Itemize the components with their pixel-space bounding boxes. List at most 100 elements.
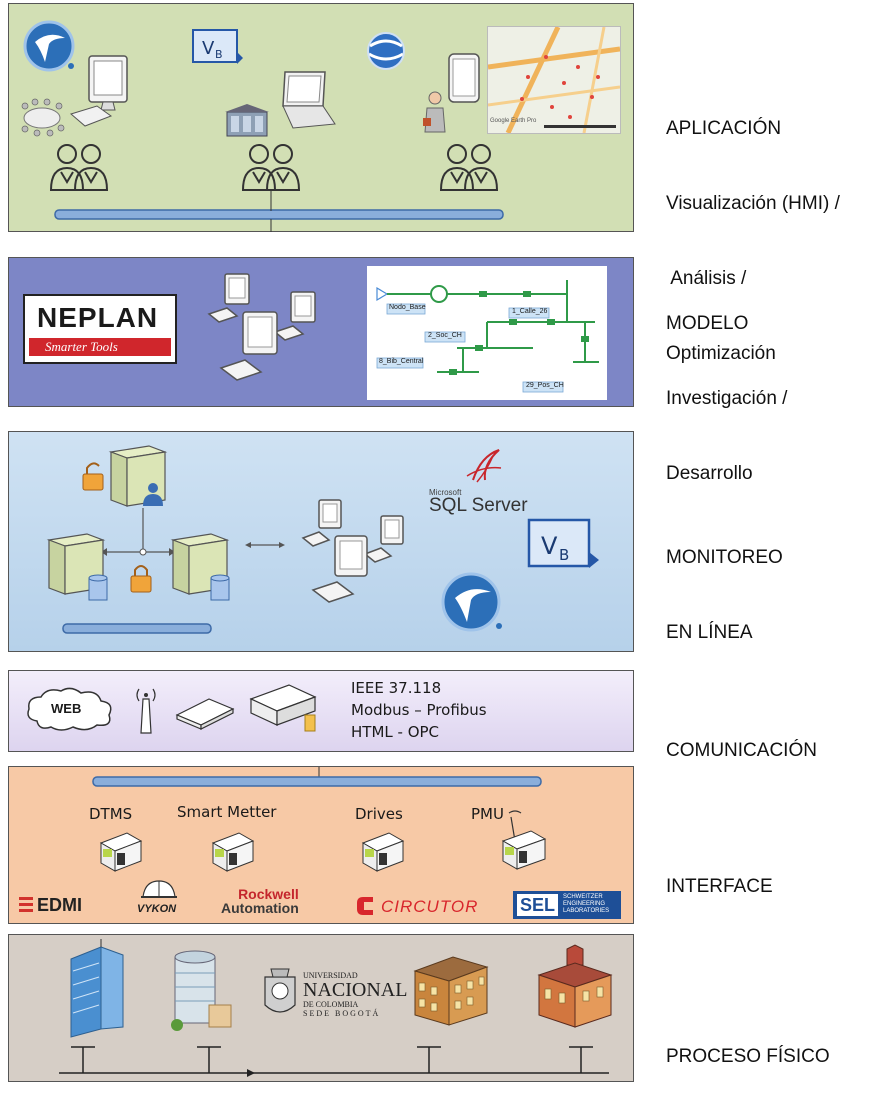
label-aplicacion: APLICACIÓN Visualización (HMI) / Análisi… — [666, 66, 840, 391]
label-aplicacion-line: Optimización — [666, 343, 776, 364]
vb-icon: V B — [527, 518, 599, 568]
university-line: DE COLOMBIA — [303, 1000, 359, 1009]
node-label: 29_Pos_CH — [526, 382, 564, 389]
label-comunicacion: COMUNICACIÓN — [666, 688, 817, 788]
label-aplicacion-line: APLICACIÓN — [666, 118, 782, 139]
label-interface: INTERFACE — [666, 824, 773, 924]
office-tower-icon — [70, 939, 124, 1038]
globe-icon — [367, 32, 405, 70]
label-aplicacion-line: Análisis / — [666, 268, 747, 289]
map-roads — [488, 27, 620, 133]
web-cloud-label: WEB — [51, 701, 82, 716]
sel-text: SEL — [517, 894, 559, 916]
map-thumbnail: Google Earth Pro — [487, 26, 621, 134]
historic-building-icon — [537, 944, 613, 1028]
protocol-list: IEEE 37.118 Modbus – Profibus HTML - OPC — [351, 677, 487, 743]
web-cloud-icon — [27, 687, 112, 731]
svg-text:B: B — [215, 48, 223, 61]
user-group-icon-2 — [241, 144, 301, 191]
label-modelo-line: Investigación / — [666, 388, 788, 409]
gateway-device-icon — [249, 684, 317, 732]
sel-sub-line: ENGINEERING — [563, 901, 606, 907]
layer-aplicacion: V B Google Earth — [8, 3, 634, 232]
label-interface-line: INTERFACE — [666, 876, 773, 897]
university-name: UNIVERSIDAD NACIONAL DE COLOMBIA SEDE BO… — [303, 971, 407, 1019]
layer-monitoreo: Microsoft SQL Server V B — [8, 431, 634, 652]
label-proceso: PROCESO FÍSICO — [666, 994, 830, 1094]
meeting-table-icon — [21, 98, 65, 137]
rockwell-line-2: Automation — [221, 900, 299, 916]
layer-aplicacion-graphics — [54, 190, 504, 232]
computer-cluster-icon — [301, 499, 404, 603]
label-proceso-line: PROCESO FÍSICO — [666, 1046, 830, 1067]
single-line-diagram: Nodo_Base 1_Calle_26 2_Soc_CH 8_Bib_Cent… — [367, 266, 607, 400]
power-line-graphics — [59, 1046, 609, 1077]
protocol-item: Modbus – Profibus — [351, 701, 487, 719]
laptop-icon — [282, 71, 336, 129]
vykon-helmet-icon — [141, 880, 177, 898]
user-group-icon-3 — [439, 144, 499, 191]
sql-vendor: Microsoft — [429, 488, 462, 497]
university-line: NACIONAL — [303, 979, 408, 1001]
svg-text:B: B — [559, 546, 569, 564]
antenna-icon — [136, 688, 156, 734]
node-label: 2_Soc_CH — [428, 332, 462, 339]
computer-monitor-icon — [69, 55, 128, 127]
swirl-logo-icon — [441, 572, 502, 632]
device-pmu-icon — [501, 810, 547, 870]
bidirectional-arrow-icon — [245, 542, 285, 548]
map-credit: Google Earth Pro — [490, 118, 537, 124]
layer-interface: DTMS Smart Metter Drives PMU EDMI VYKON — [8, 766, 634, 924]
neplan-logo: NEPLAN Smarter Tools — [23, 294, 177, 364]
label-aplicacion-line: Visualización (HMI) / — [666, 193, 840, 214]
node-label: 8_Bib_Central — [379, 358, 424, 365]
device-label: DTMS — [89, 805, 133, 823]
layer-proceso: UNIVERSIDAD NACIONAL DE COLOMBIA SEDE BO… — [8, 934, 634, 1082]
vykon-text: VYKON — [137, 903, 177, 915]
device-drives-icon — [361, 832, 405, 872]
device-smart-meter-icon — [211, 832, 255, 872]
server-network-graphics — [46, 445, 230, 634]
brick-campus-building-icon — [413, 956, 489, 1026]
sel-logo: SEL SCHWEITZER ENGINEERING LABORATORIES — [513, 891, 621, 919]
node-label: Nodo_Base — [389, 304, 426, 311]
label-monitoreo-line: EN LÍNEA — [666, 622, 753, 643]
device-label: PMU — [471, 805, 504, 823]
university-line: SEDE BOGOTÁ — [303, 1009, 381, 1018]
tablet-user-icon — [423, 53, 480, 133]
single-line-graphics — [376, 280, 599, 393]
rockwell-logo: Rockwell Automation — [221, 887, 299, 915]
neplan-title: NEPLAN — [37, 302, 159, 333]
swirl-logo-icon — [23, 20, 75, 72]
label-modelo-line: Desarrollo — [666, 463, 753, 484]
sel-subtext: SCHWEITZER ENGINEERING LABORATORIES — [563, 894, 609, 915]
device-dtms-icon — [99, 832, 143, 872]
device-label: Smart Metter — [177, 803, 277, 821]
circutor-mark-icon — [357, 897, 373, 915]
university-seal-icon — [264, 968, 296, 1013]
label-modelo: MODELO Investigación / Desarrollo — [666, 261, 787, 511]
svg-text:V: V — [541, 532, 558, 560]
sel-sub-line: SCHWEITZER — [563, 894, 603, 900]
label-modelo-line: MODELO — [666, 313, 749, 334]
user-group-icon-1 — [49, 144, 109, 191]
label-monitoreo-line: MONITOREO — [666, 547, 783, 568]
layer-comunicacion: WEB IEEE 37.118 Modbus – Profibus HTML -… — [8, 670, 634, 752]
circutor-text: CIRCUTOR — [381, 897, 479, 916]
vb-icon: V B — [192, 29, 243, 64]
label-monitoreo: MONITOREO EN LÍNEA — [666, 495, 783, 670]
protocol-item: HTML - OPC — [351, 723, 440, 741]
device-label: Drives — [355, 805, 403, 823]
neplan-tagline: Smarter Tools — [45, 339, 118, 354]
neplan-tagline-bar — [29, 338, 171, 356]
edmi-mark — [19, 897, 33, 913]
computer-cluster-icon — [207, 273, 316, 381]
sql-server-icon — [466, 449, 502, 483]
sql-product: SQL Server — [429, 495, 528, 516]
edmi-text: EDMI — [37, 895, 82, 915]
svg-text:V: V — [202, 38, 215, 59]
interface-bus-graphics — [92, 767, 542, 787]
protocol-item: IEEE 37.118 — [351, 679, 442, 697]
university-line: UNIVERSIDAD — [303, 971, 358, 980]
round-building-icon — [171, 950, 232, 1031]
